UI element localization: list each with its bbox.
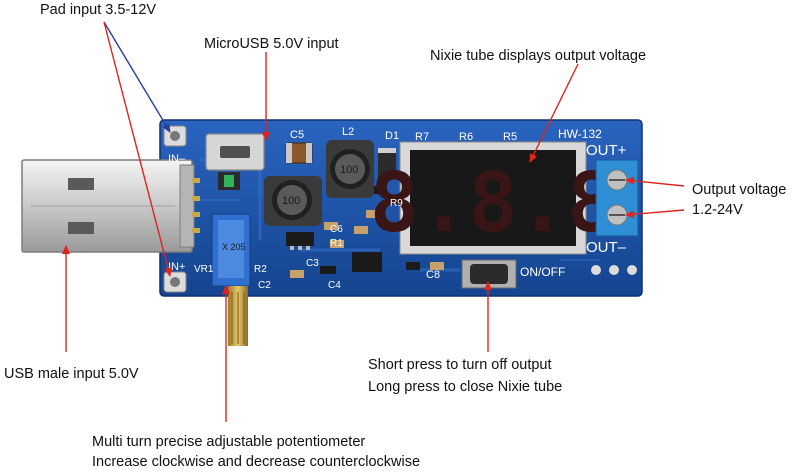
callout-potentiometer-line1: Multi turn precise adjustable potentiome… — [92, 434, 366, 450]
inductor-l2 — [326, 140, 374, 198]
callout-output-voltage: Output voltage 1.2-24V — [692, 180, 786, 220]
silk-r2: R2 — [254, 264, 267, 275]
output-terminal-block — [595, 159, 639, 237]
usb-male-connector — [21, 159, 200, 253]
silk-c8: C8 — [426, 269, 440, 281]
diode-d1 — [378, 148, 396, 178]
capacitor-c5 — [285, 142, 313, 164]
callout-microusb: MicroUSB 5.0V input — [204, 34, 339, 54]
callout-output-voltage-line1: Output voltage — [692, 182, 787, 198]
silk-r9: R9 — [390, 198, 403, 209]
silk-l2: L2 — [342, 126, 354, 138]
silk-c6: C6 — [330, 224, 343, 235]
callout-long-press: Long press to close Nixie tube — [368, 379, 563, 395]
potentiometer-vr1 — [211, 213, 251, 346]
silk-vr1: VR1 — [194, 264, 214, 275]
push-button — [461, 259, 517, 289]
callout-potentiometer: Multi turn precise adjustable potentiome… — [92, 432, 420, 472]
callout-pad-input: Pad input 3.5-12V — [40, 0, 156, 20]
callout-button: Short press to turn off output Long pres… — [368, 354, 562, 398]
callout-nixie: Nixie tube displays output voltage — [430, 46, 646, 66]
silk-c3: C3 — [306, 258, 319, 269]
silk-r6: R6 — [459, 131, 473, 143]
callout-nixie-text: Nixie tube displays output voltage — [430, 48, 647, 64]
callout-output-voltage-line2: 1.2-24V — [692, 202, 743, 218]
microusb-connector — [205, 133, 265, 171]
annotation-arrows — [62, 21, 685, 422]
silk-c4: C4 — [328, 280, 341, 291]
silk-out-minus: OUT– — [586, 239, 627, 256]
callout-microusb-text: MicroUSB 5.0V input — [204, 36, 339, 52]
silk-model: HW-132 — [558, 127, 602, 141]
callout-usb-male: USB male input 5.0V — [4, 364, 139, 384]
silk-r7: R7 — [415, 131, 429, 143]
silk-c2: C2 — [258, 280, 271, 291]
component-markings: 100 100 X 205 — [222, 164, 358, 252]
silk-r5: R5 — [503, 131, 517, 143]
bottom-right-pads — [591, 265, 637, 275]
inductor-l1 — [264, 176, 322, 226]
pot-marking: X 205 — [222, 242, 246, 252]
callout-pad-input-text: Pad input 3.5-12V — [40, 2, 157, 18]
silk-in-minus: IN– — [168, 153, 186, 165]
callout-usb-male-text: USB male input 5.0V — [4, 366, 139, 382]
silk-on-off: ON/OFF — [520, 265, 565, 279]
callout-short-press: Short press to turn off output — [368, 357, 552, 373]
in-minus-pad — [163, 125, 187, 147]
silk-out-plus: OUT+ — [586, 142, 627, 159]
silk-d1: D1 — [385, 130, 399, 142]
callout-potentiometer-line2: Increase clockwise and decrease counterc… — [92, 454, 421, 470]
seven-segment-display: 8.8.8 — [370, 141, 617, 255]
green-smd-chip — [218, 172, 240, 190]
silk-r1: R1 — [330, 238, 343, 249]
silkscreen-labels: IN– IN+ C5 L2 D1 R7 R6 R5 HW-132 OUT+ OU… — [168, 126, 627, 291]
display-digits: 8.8.8 — [370, 156, 617, 251]
inductor-l1-marking: 100 — [282, 195, 300, 207]
inductor-l2-marking: 100 — [340, 164, 358, 176]
silk-c5: C5 — [290, 129, 304, 141]
silk-in-plus: IN+ — [168, 261, 185, 273]
in-plus-pad — [163, 271, 187, 293]
